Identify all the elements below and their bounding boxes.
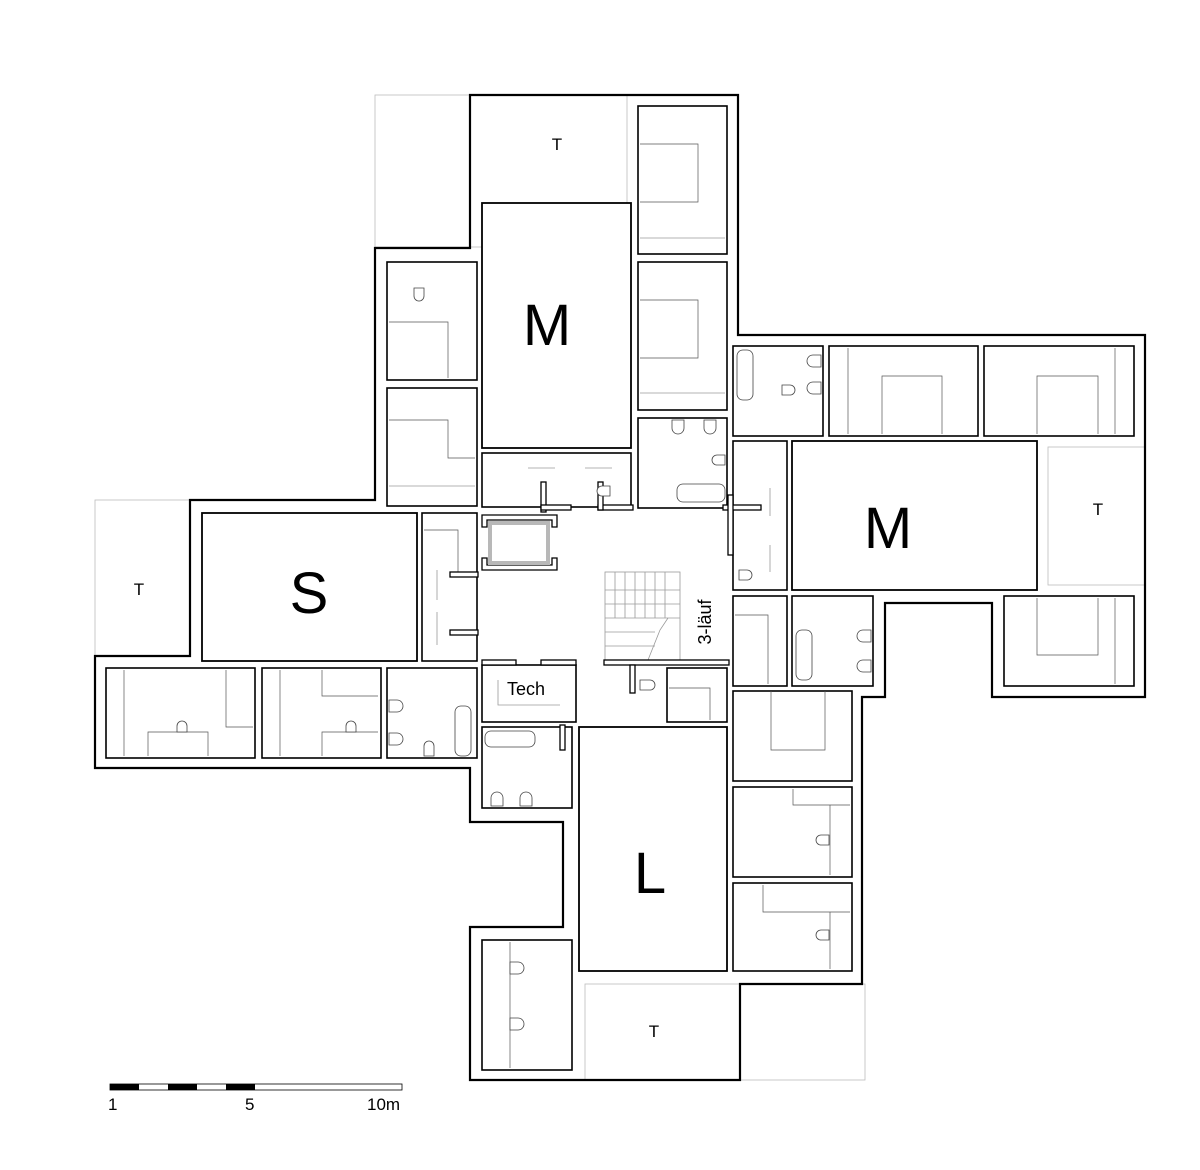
toilet-icon — [815, 834, 830, 846]
room-ll-1 — [105, 667, 256, 759]
room-ur-1 — [828, 345, 979, 437]
sink-icon — [671, 419, 685, 435]
wall-stub — [449, 629, 479, 636]
toilet-icon — [781, 384, 796, 396]
terrace-left — [94, 499, 191, 657]
sink-icon — [388, 732, 404, 746]
toilet-icon — [345, 720, 357, 733]
wall-stub — [722, 504, 762, 511]
toilet-icon — [509, 1017, 525, 1031]
sink-icon — [856, 629, 872, 643]
toilet-icon — [711, 454, 726, 466]
scale-label-10m: 10m — [367, 1095, 400, 1114]
apartment-l-bottom-label: L — [634, 841, 666, 906]
toilet-icon — [738, 569, 753, 581]
terrace-bottom — [584, 983, 866, 1081]
terrace-right — [1047, 446, 1146, 586]
sink-icon — [806, 381, 822, 395]
bathtub-icon — [676, 483, 726, 503]
toilet-icon — [423, 740, 435, 757]
stair-icon — [604, 571, 681, 661]
tech-room-label: Tech — [507, 679, 545, 699]
room-rl-2 — [1003, 595, 1135, 687]
wall-stub — [449, 571, 479, 578]
sink-icon — [856, 659, 872, 673]
wall-stub — [481, 659, 517, 666]
sink-icon — [806, 354, 822, 368]
apartment-m-top-label: M — [523, 293, 571, 358]
wall-stub — [540, 659, 577, 666]
apartment-m-top — [481, 202, 632, 449]
apartment-m-right-label: M — [864, 496, 912, 561]
sink-icon — [519, 791, 533, 807]
bath-bottom-left — [481, 724, 573, 809]
bathtub-icon — [484, 730, 536, 748]
lift-icon — [481, 514, 558, 571]
scale-label-1: 1 — [108, 1095, 117, 1114]
sink-icon — [388, 699, 404, 713]
apartment-s-left — [201, 512, 418, 662]
room-ul-2 — [386, 387, 478, 507]
right-lower-rooms — [732, 595, 1135, 687]
top-column-rooms — [481, 105, 728, 509]
room-bottom-left — [481, 939, 573, 1071]
corridor-left — [421, 512, 478, 662]
bathtub-icon — [736, 349, 754, 401]
room-lr-3 — [732, 882, 853, 972]
terrace-left-label: T — [134, 580, 144, 599]
stair-label: 3-läuf — [695, 598, 715, 644]
sink-icon — [703, 419, 717, 435]
wall-stub — [559, 724, 566, 751]
apartment-s-left-label: S — [290, 561, 329, 626]
toilet-icon — [639, 679, 656, 691]
terraces — [94, 94, 1146, 1081]
apartment-l-bottom — [578, 726, 728, 972]
sink-icon — [490, 791, 504, 807]
terrace-top-label: T — [552, 135, 562, 154]
upper-left-rooms — [386, 261, 478, 507]
wall-stub — [727, 494, 734, 556]
toilet-icon — [509, 961, 525, 975]
core: 3-läuf Tech — [421, 481, 762, 723]
wall-stub — [603, 659, 730, 666]
scale-bar: 1 5 10m — [108, 1083, 403, 1114]
toilet-icon — [815, 929, 830, 941]
room-ul-1 — [386, 261, 478, 381]
room-lr-1 — [732, 690, 853, 782]
toilet-icon — [413, 287, 425, 302]
apartment-m-right — [791, 440, 1038, 591]
wc-core — [666, 667, 728, 723]
building-outline — [93, 93, 1147, 1082]
wall-stub — [629, 664, 636, 694]
room-lr-2 — [732, 786, 853, 878]
toilet-icon — [176, 720, 188, 733]
lower-right-rooms — [732, 690, 853, 972]
room-top-2 — [637, 261, 728, 411]
room-ll-2 — [261, 667, 382, 759]
wall-stub — [540, 481, 547, 513]
hall-m-right — [732, 440, 788, 591]
upper-right-rooms — [732, 345, 1135, 437]
scale-label-5: 5 — [245, 1095, 254, 1114]
room-ur-2 — [983, 345, 1135, 437]
left-lower-rooms — [105, 667, 478, 759]
wall-stub — [540, 504, 572, 511]
bathtub-icon — [454, 705, 472, 757]
room-rl-1 — [732, 595, 788, 687]
terrace-right-label: T — [1093, 500, 1103, 519]
hall-m-top — [481, 452, 632, 508]
bathtub-icon — [795, 629, 813, 681]
room-top-1 — [637, 105, 728, 255]
terrace-bottom-label: T — [649, 1022, 659, 1041]
toilet-icon — [596, 485, 611, 497]
